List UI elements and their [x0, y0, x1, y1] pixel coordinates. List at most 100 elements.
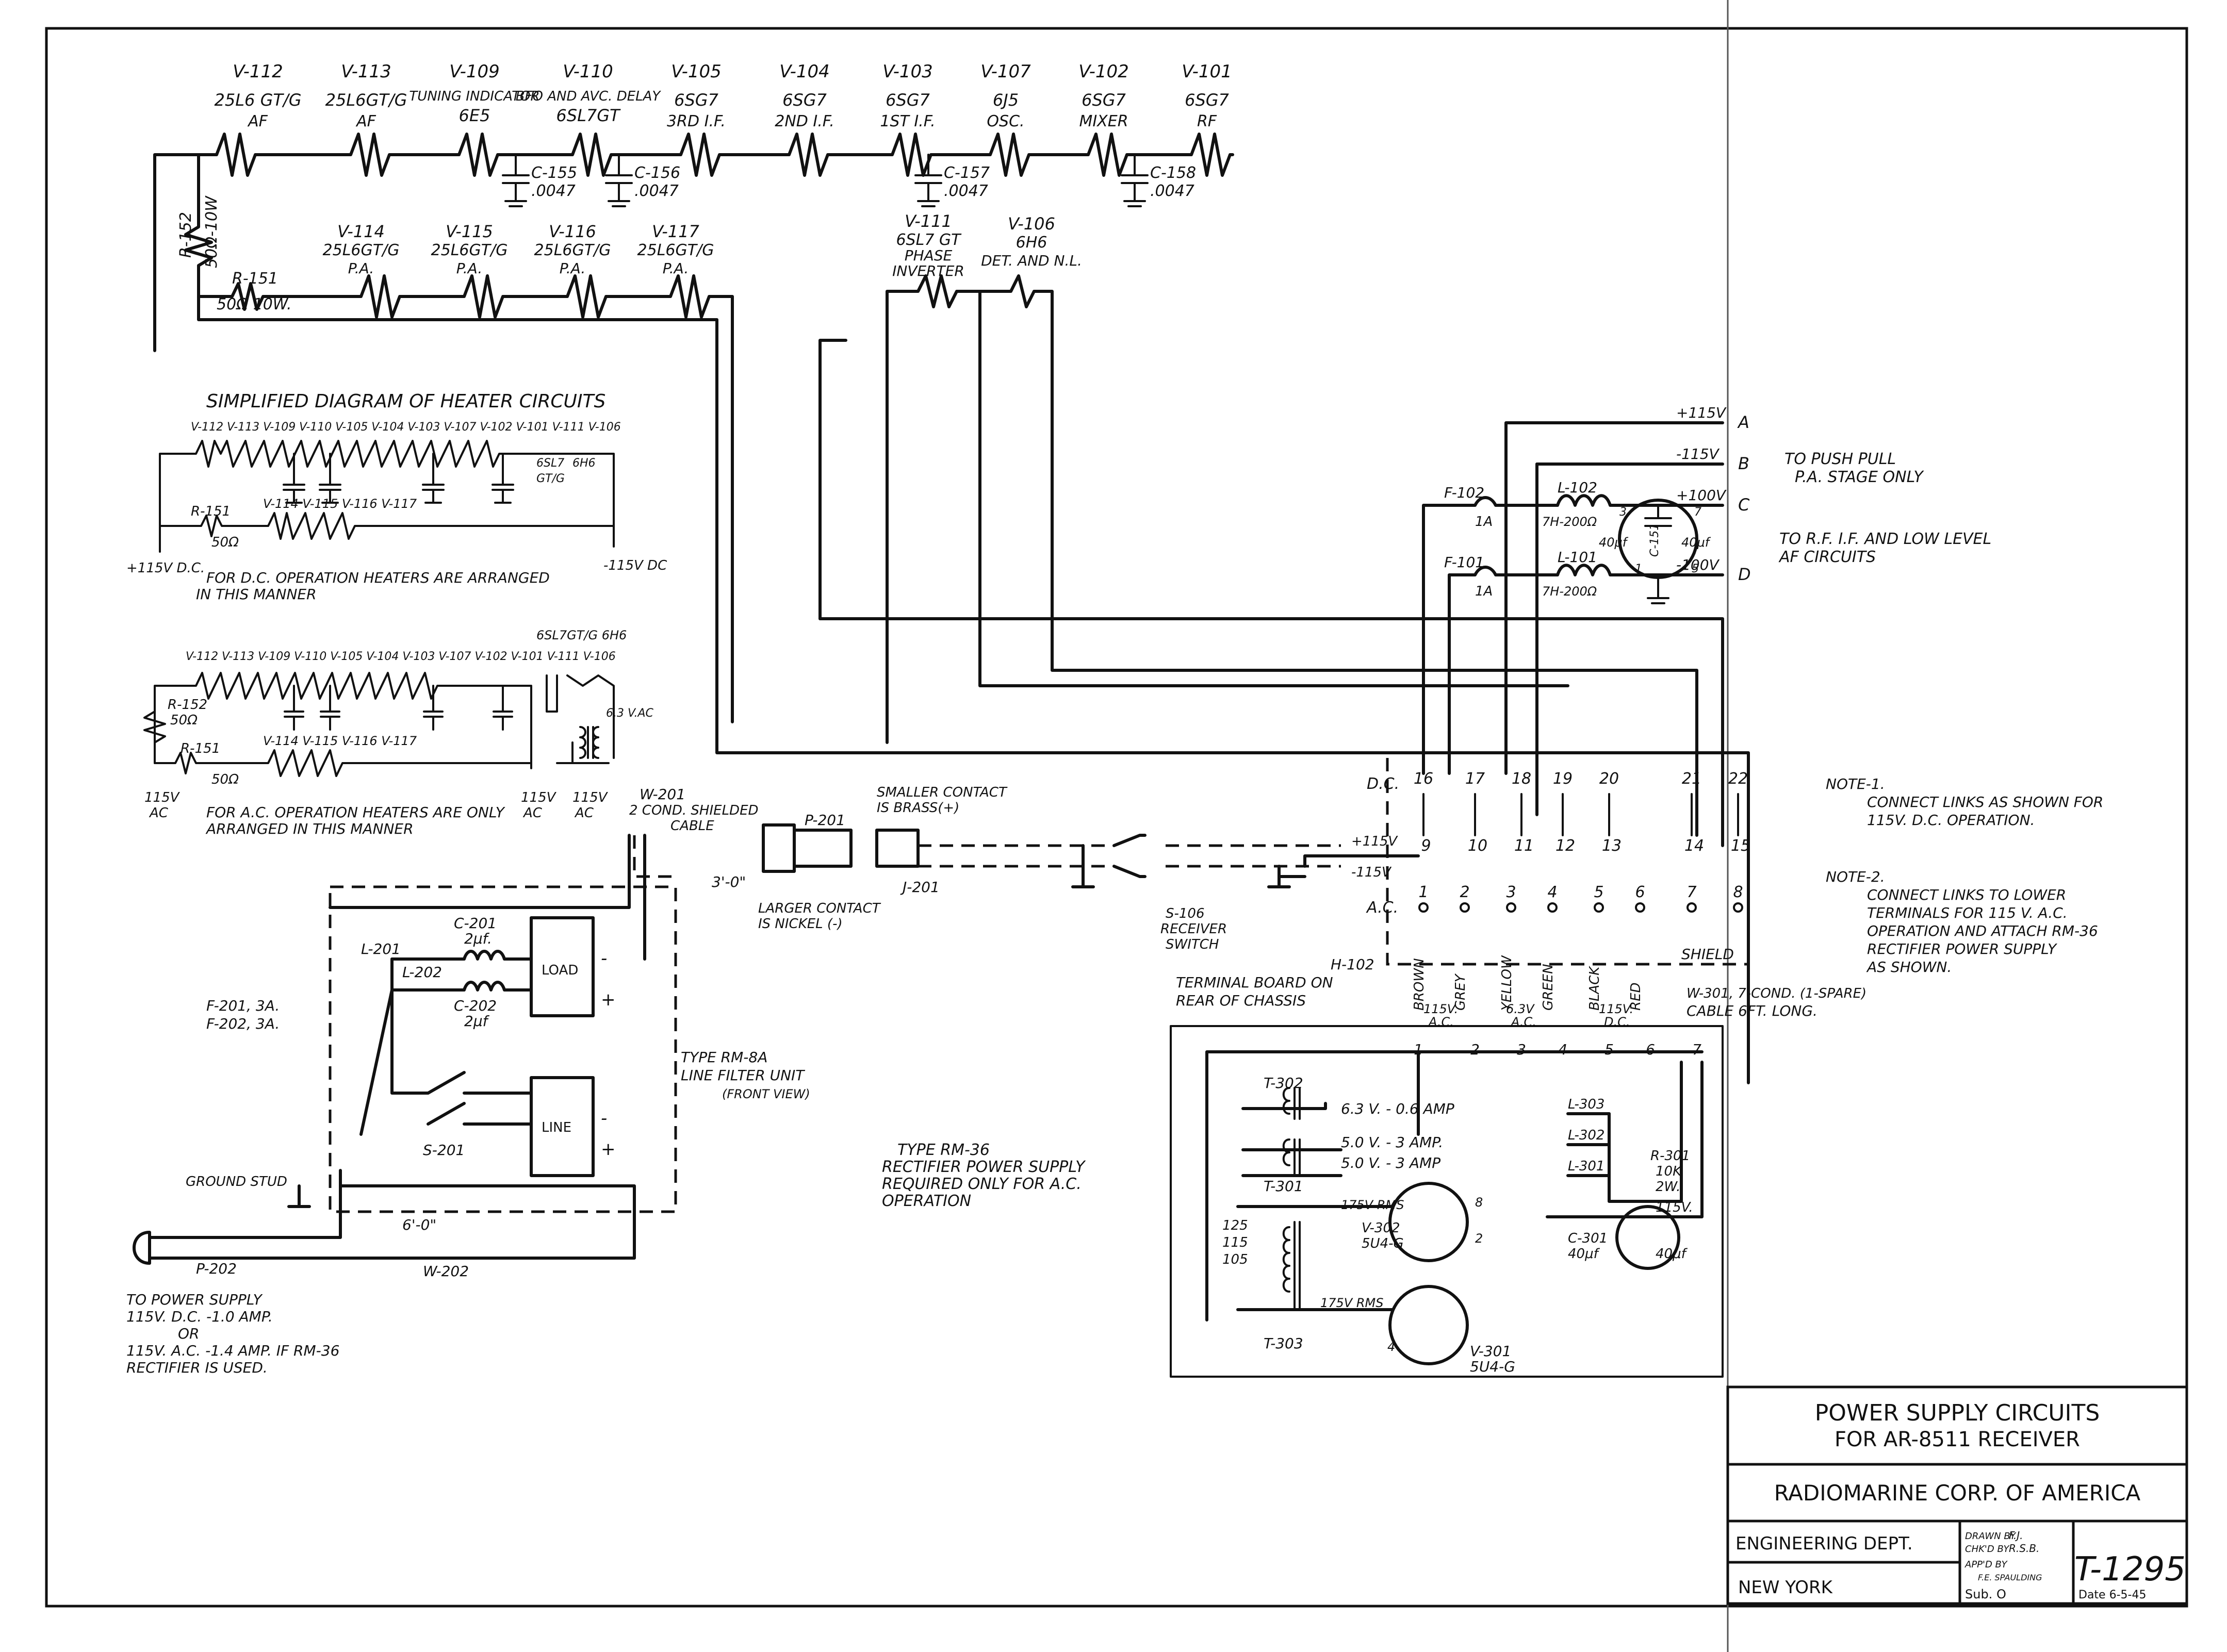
rm8a-desc: LINE FILTER UNIT: [681, 1067, 805, 1084]
line-plus: +: [601, 1139, 616, 1160]
ac-left-ac: AC: [149, 805, 169, 821]
pa-tube-id: V-116: [549, 222, 596, 241]
tb-lower-term: 2: [1460, 883, 1469, 901]
t302-label: T-302: [1264, 1075, 1303, 1092]
tb-lower-term: 3: [1506, 883, 1516, 901]
output-letter: D: [1738, 565, 1751, 584]
v106-type: 6H6: [1016, 234, 1047, 252]
rm36-pin: 7: [1692, 1041, 1701, 1058]
cap-value: .0047: [634, 182, 679, 200]
drawn-value: F.J.: [2009, 1529, 2023, 1542]
large-contact-2: IS NICKEL (-): [758, 916, 843, 932]
title-line-1: POWER SUPPLY CIRCUITS: [1815, 1400, 2100, 1426]
rm36-hdr-63b: A.C.: [1510, 1015, 1536, 1029]
rm36-hdr-ac: 115V.: [1423, 1002, 1458, 1016]
dc-heater-diagram: [159, 440, 615, 553]
rms2-label: 175V RMS: [1320, 1296, 1383, 1310]
pa-tube-id: V-117: [652, 222, 699, 241]
checked-label: CHK'D BY: [1965, 1544, 2010, 1555]
rm8a-view: (FRONT VIEW): [722, 1087, 810, 1101]
wire-color: YELLOW: [1499, 955, 1515, 1011]
tb-ac: A.C.: [1366, 899, 1398, 917]
tb-mid-term: 10: [1468, 837, 1487, 855]
c151-pin5: 5: [1692, 563, 1699, 575]
pa-tube-type: 25L6GT/G: [431, 241, 508, 259]
dc-type-2: 6H6: [572, 457, 596, 470]
tube-id: V-112: [233, 61, 283, 82]
note2-line4: RECTIFIER POWER SUPPLY: [1867, 940, 2057, 957]
wire-color: GREY: [1453, 973, 1468, 1011]
power-cord-length: 6'-0": [402, 1216, 436, 1233]
l302-label: L-302: [1568, 1128, 1604, 1143]
line-filter-unit: [133, 834, 677, 1265]
note2-line5: AS SHOWN.: [1866, 959, 1952, 976]
sub-label: Sub. O: [1965, 1587, 2006, 1601]
rm36-desc: RECTIFIER POWER SUPPLY: [882, 1158, 1086, 1176]
tube-type: 6J5: [993, 90, 1019, 110]
p202-label: P-202: [196, 1260, 237, 1277]
ac-vac: 6.3 V.AC: [606, 707, 654, 720]
c151-val-a: 40μf: [1599, 535, 1629, 550]
output-voltage: -115V: [1676, 445, 1720, 462]
c301-val-a: 40μf: [1568, 1246, 1600, 1262]
c151-val-b: 40μf: [1681, 535, 1711, 550]
cap-id: C-158: [1150, 164, 1196, 182]
tube-type: 6SL7GT: [556, 106, 621, 125]
c301-val-b: 40μf: [1656, 1246, 1688, 1262]
ac-pa-row: V-114 V-115 V-116 V-117: [263, 734, 417, 748]
output-letter: C: [1738, 495, 1750, 515]
l303-label: L-303: [1568, 1097, 1604, 1112]
f102-label: F-102: [1444, 484, 1484, 501]
drawn-label: DRAWN BY: [1965, 1531, 2017, 1542]
ac-right-v: 115V: [572, 790, 609, 805]
h102-desc-1: TERMINAL BOARD ON: [1176, 974, 1333, 991]
f202-label: F-202, 3A.: [206, 1015, 280, 1032]
to-power-line: 115V. A.C. -1.4 AMP. IF RM-36: [126, 1342, 339, 1359]
approved-label: APP'D BY: [1964, 1559, 2008, 1570]
w201-desc-2: CABLE: [670, 818, 714, 834]
rm36-desc: OPERATION: [882, 1192, 971, 1210]
v106-func: DET. AND N.L.: [981, 252, 1082, 269]
tube-type: 6SG7: [886, 90, 930, 110]
tb-upper-term: 19: [1553, 770, 1573, 788]
v50a-label: 5.0 V. - 3 AMP.: [1341, 1134, 1443, 1151]
to-power-line: OR: [178, 1325, 200, 1342]
cap-id: C-155: [531, 164, 577, 182]
rm36-desc: REQUIRED ONLY FOR A.C.: [882, 1175, 1082, 1193]
tb-terminal-post: [1547, 902, 1558, 913]
line-label: LINE: [542, 1120, 571, 1135]
rms1-label: 175V RMS: [1341, 1198, 1404, 1212]
rm36-hdr-dc: 115V.: [1599, 1002, 1633, 1016]
tb-upper-term: 16: [1414, 770, 1433, 788]
tb-lower-term: 7: [1686, 883, 1696, 901]
small-contact-2: IS BRASS(+): [877, 800, 959, 816]
pa-tube-type: 25L6GT/G: [323, 241, 400, 259]
f201-label: F-201, 3A.: [206, 997, 280, 1014]
v111-func1: PHASE: [905, 247, 953, 264]
load-minus: -: [601, 948, 607, 969]
dc-tube-row: V-112 V-113 V-109 V-110 V-105 V-104 V-10…: [191, 421, 621, 434]
c202-value: 2μf: [464, 1013, 490, 1030]
v115-label: 115V.: [1656, 1200, 1693, 1215]
wire-color: BROWN: [1412, 958, 1427, 1011]
simplified-title: SIMPLIFIED DIAGRAM OF HEATER CIRCUITS: [206, 391, 605, 412]
cable-length: 3'-0": [712, 873, 746, 890]
c202-label: C-202: [454, 997, 497, 1014]
ac-mid-ac: AC: [522, 805, 543, 821]
c151-pin1: 1: [1635, 563, 1642, 575]
h102-desc-2: REAR OF CHASSIS: [1176, 992, 1306, 1009]
tube-id: V-109: [449, 61, 499, 82]
output-letter: B: [1738, 454, 1749, 473]
receiver-filter: [1422, 421, 1724, 816]
tube-id: V-101: [1182, 61, 1232, 82]
tube-function: BFO AND AVC. DELAY: [516, 89, 662, 104]
ground-stud: GROUND STUD: [186, 1174, 287, 1190]
tube-pin-4: 4: [1387, 1340, 1395, 1354]
rm36-pin: 4: [1558, 1041, 1567, 1058]
w301-label: W-301, 7-COND. (1-SPARE): [1686, 986, 1866, 1001]
tb-upper-term: 17: [1465, 770, 1485, 788]
tb-upper-term: 22: [1728, 770, 1748, 788]
load-plus: +: [601, 989, 616, 1010]
tb-dc: D.C.: [1367, 775, 1399, 793]
top-heater-string: [153, 133, 1750, 1084]
